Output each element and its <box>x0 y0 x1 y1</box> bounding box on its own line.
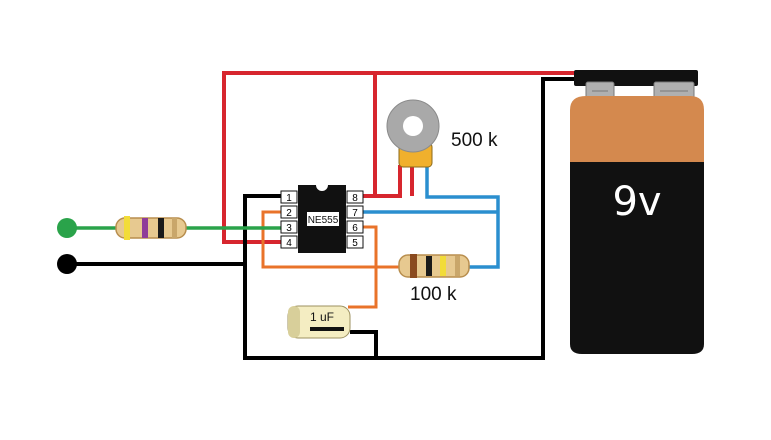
potentiometer-label: 500 k <box>451 130 498 151</box>
blue-wire-wiper <box>425 165 500 269</box>
potentiometer <box>386 99 440 168</box>
red-wire-main-loop <box>222 71 600 244</box>
black-wire-ground-loop <box>243 77 591 360</box>
battery-label: 9v <box>612 179 661 225</box>
pin-2-label: 2 <box>286 208 292 219</box>
pin-8-label: 8 <box>352 193 358 204</box>
battery: 9v <box>570 70 704 354</box>
ic-left-pins: 1 2 3 4 <box>280 190 298 249</box>
ic-right-pins: 8 7 6 5 <box>346 190 364 249</box>
black-wire-cap <box>350 330 378 358</box>
ic-label: NE555 <box>308 215 339 226</box>
red-wires <box>222 71 600 244</box>
green-terminal[interactable] <box>57 218 77 238</box>
pin-6-label: 6 <box>352 223 358 234</box>
black-wires <box>67 77 591 360</box>
input-resistor <box>115 216 187 240</box>
red-wire-pin8 <box>362 165 402 198</box>
orange-wire-pin6 <box>348 225 378 309</box>
pin-7-label: 7 <box>352 208 358 219</box>
pin-1-label: 1 <box>286 193 292 204</box>
ne555-chip: NE555 <box>298 185 346 253</box>
capacitor-label: 1 uF <box>310 310 334 324</box>
red-wire-pot-feed <box>362 73 377 198</box>
orange-wires <box>261 210 399 309</box>
blue-wires <box>362 165 500 269</box>
resistor-label: 100 k <box>410 284 457 305</box>
black-terminal[interactable] <box>57 254 77 274</box>
pin-5-label: 5 <box>352 238 358 249</box>
capacitor: 1 uF <box>287 305 351 339</box>
orange-wire-pin2 <box>261 210 399 269</box>
pin-3-label: 3 <box>286 223 292 234</box>
timing-resistor <box>398 254 470 278</box>
pin-4-label: 4 <box>286 238 292 249</box>
